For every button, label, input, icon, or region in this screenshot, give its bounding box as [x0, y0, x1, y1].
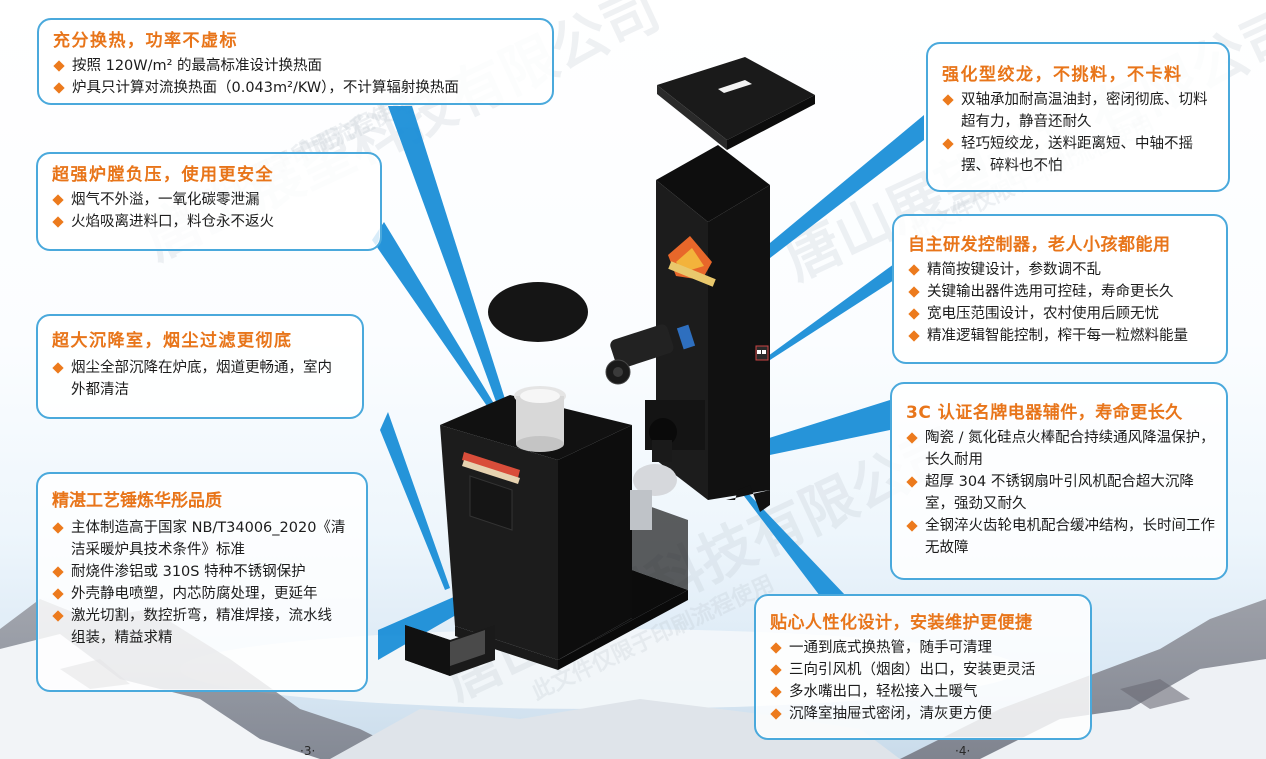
callout-item: 火焰吸离进料口，料仓永不返火 [52, 211, 368, 233]
diamond-bullet-icon [908, 286, 920, 298]
callout-item: 一通到底式换热管，随手可清理 [770, 637, 1078, 659]
diamond-bullet-icon [53, 82, 65, 94]
callout-item: 关键输出器件选用可控硅，寿命更长久 [908, 281, 1214, 303]
diamond-bullet-icon [52, 610, 64, 622]
fuel-hopper [656, 145, 770, 512]
diamond-bullet-icon [52, 588, 64, 600]
diamond-bullet-icon [942, 138, 954, 150]
callout-heat-exchange: 充分换热，功率不虚标 按照 120W/m² 的最高标准设计换热面 炉具只计算对流… [37, 18, 554, 105]
page-number-left: ·3· [300, 744, 316, 758]
callout-item: 炉具只计算对流换热面（0.043m²/KW），不计算辐射换热面 [53, 77, 540, 99]
diamond-bullet-icon [906, 520, 918, 532]
callout-craftsmanship: 精湛工艺锤炼华彤品质 主体制造高于国家 NB/T34006_2020《清洁采暖炉… [36, 472, 368, 692]
callout-user-friendly: 贴心人性化设计，安装维护更便捷 一通到底式换热管，随手可清理 三向引风机（烟囱）… [754, 594, 1092, 740]
callout-title: 自主研发控制器，老人小孩都能用 [908, 235, 1171, 255]
diamond-bullet-icon [770, 708, 782, 720]
diamond-bullet-icon [53, 60, 65, 72]
hopper-lid [657, 57, 815, 150]
callout-item: 轻巧短绞龙，送料距离短、中轴不摇摆、碎料也不怕 [942, 133, 1217, 177]
diamond-bullet-icon [908, 264, 920, 276]
ash-drawer [405, 625, 495, 676]
callout-item: 耐烧件渗铝或 310S 特种不锈钢保护 [52, 561, 352, 583]
diamond-bullet-icon [908, 330, 920, 342]
callout-item: 全钢淬火齿轮电机配合缓冲结构，长时间工作无故障 [906, 515, 1216, 559]
callout-item: 按照 120W/m² 的最高标准设计换热面 [53, 55, 540, 77]
diamond-bullet-icon [942, 94, 954, 106]
callout-settling-chamber: 超大沉降室，烟尘过滤更彻底 烟尘全部沉降在炉底，烟道更畅通，室内外都清洁 [36, 314, 364, 419]
callout-item: 主体制造高于国家 NB/T34006_2020《清洁采暖炉具技术条件》标准 [52, 517, 352, 561]
callout-item: 宽电压范围设计，农村使用后顾无忧 [908, 303, 1214, 325]
callout-title: 强化型绞龙，不挑料，不卡料 [942, 65, 1183, 85]
callout-item: 外壳静电喷塑，内芯防腐处理，更延年 [52, 583, 342, 605]
page-number-right: ·4· [955, 744, 971, 758]
diamond-bullet-icon [906, 432, 918, 444]
callout-item: 烟气不外溢，一氧化碳零泄漏 [52, 189, 368, 211]
callout-item: 陶瓷 / 氮化硅点火棒配合持续通风降温保护，长久耐用 [906, 427, 1216, 471]
callout-title: 贴心人性化设计，安装维护更便捷 [770, 613, 1033, 633]
diamond-bullet-icon [52, 522, 64, 534]
diamond-bullet-icon [908, 308, 920, 320]
callout-item: 精简按键设计，参数调不乱 [908, 259, 1214, 281]
diamond-bullet-icon [52, 566, 64, 578]
callout-auger: 强化型绞龙，不挑料，不卡料 双轴承加耐高温油封，密闭彻底、切料超有力，静音还耐久… [926, 42, 1230, 192]
callout-title: 充分换热，功率不虚标 [53, 31, 238, 51]
callout-title: 超强炉膛负压，使用更安全 [52, 165, 274, 185]
round-cover [488, 282, 588, 342]
callout-item: 多水嘴出口，轻松接入土暖气 [770, 681, 1078, 703]
callout-item: 双轴承加耐高温油封，密闭彻底、切料超有力，静音还耐久 [942, 89, 1217, 133]
callout-item: 沉降室抽屉式密闭，清灰更方便 [770, 703, 1078, 725]
callout-title: 超大沉降室，烟尘过滤更彻底 [52, 331, 293, 351]
callout-item: 精准逻辑智能控制，榨干每一粒燃料能量 [908, 325, 1214, 347]
callout-electrical-parts: 3C 认证名牌电器辅件，寿命更长久 陶瓷 / 氮化硅点火棒配合持续通风降温保护，… [890, 382, 1228, 580]
diamond-bullet-icon [770, 642, 782, 654]
diamond-bullet-icon [770, 686, 782, 698]
diamond-bullet-icon [770, 664, 782, 676]
callout-item: 三向引风机（烟囱）出口，安装更灵活 [770, 659, 1078, 681]
callout-controller: 自主研发控制器，老人小孩都能用 精简按键设计，参数调不乱 关键输出器件选用可控硅… [892, 214, 1228, 364]
diamond-bullet-icon [52, 216, 64, 228]
callout-title: 精湛工艺锤炼华彤品质 [52, 491, 222, 511]
callout-item: 激光切割，数控折弯，精准焊接，流水线组装，精益求精 [52, 605, 342, 649]
diamond-bullet-icon [52, 194, 64, 206]
callout-item: 烟尘全部沉降在炉底，烟道更畅通，室内外都清洁 [52, 357, 342, 401]
callout-item: 超厚 304 不锈钢扇叶引风机配合超大沉降室，强劲又耐久 [906, 471, 1216, 515]
combustion-chamber-body [440, 386, 632, 660]
diamond-bullet-icon [906, 476, 918, 488]
callout-negative-pressure: 超强炉膛负压，使用更安全 烟气不外溢，一氧化碳零泄漏 火焰吸离进料口，料仓永不返… [36, 152, 382, 251]
diamond-bullet-icon [52, 362, 64, 374]
callout-title: 3C 认证名牌电器辅件，寿命更长久 [906, 403, 1183, 423]
